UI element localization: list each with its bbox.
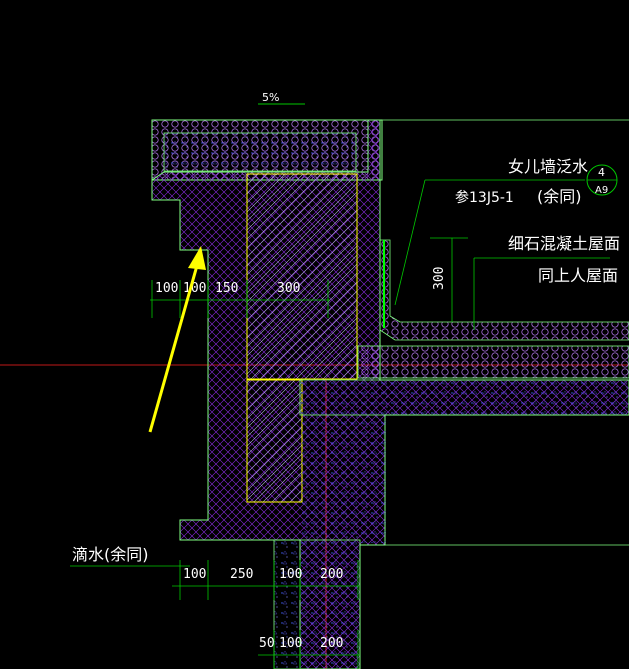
callout-parapet-title: 女儿墙泛水 (508, 157, 588, 176)
dim-mid-4: 200 (320, 567, 343, 582)
callout-roof-title: 细石混凝土屋面 (508, 234, 620, 253)
detail-ref-sheet: A9 (595, 185, 608, 196)
yellow-arrow-shaft (148, 261, 200, 433)
callout-roof-note: 同上人屋面 (538, 266, 618, 285)
callout-parapet-note: (余同) (537, 187, 582, 206)
dim-bottom-1: 50 (259, 636, 275, 651)
dim-bottom-2: 100 (279, 636, 302, 651)
dim-mid-1: 100 (183, 567, 206, 582)
dim-top-3: 150 (215, 281, 238, 296)
parapet-cap-concrete (163, 132, 357, 172)
dim-mid-3: 100 (279, 567, 302, 582)
dim-ticks-mid (179, 560, 359, 600)
roof-flashing-upturn (379, 239, 629, 341)
slope-label: 5% (262, 91, 279, 104)
dim-top-4: 300 (277, 281, 300, 296)
lower-wall (273, 539, 361, 669)
dim-bottom-3: 200 (320, 636, 343, 651)
detail-ref-number: 4 (598, 166, 605, 179)
callout-leader-1 (394, 179, 426, 306)
upturn-height-label: 300 (432, 267, 447, 290)
dim-top-1: 100 (155, 281, 178, 296)
yellow-arrow-head (188, 246, 206, 270)
dim-mid-2: 250 (230, 567, 253, 582)
dim-ticks-top (151, 280, 329, 318)
roof-slab (299, 379, 629, 416)
beam-concrete (302, 415, 386, 543)
brick-infill-upper (246, 173, 358, 380)
dim-top-2: 100 (183, 281, 206, 296)
roof-insulation-layer (357, 345, 629, 379)
dim-ticks-bottom (273, 630, 359, 669)
callout-parapet-ref: 参13J5-1 (455, 189, 514, 206)
brick-infill-lower (246, 379, 303, 503)
drip-label: 滴水(余同) (72, 545, 149, 564)
